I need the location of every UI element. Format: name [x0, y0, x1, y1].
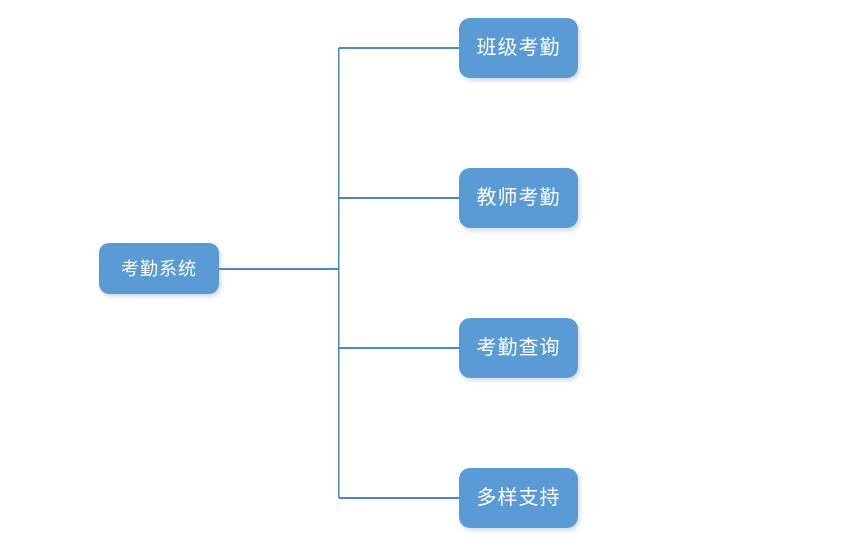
node-root-label: 考勤系统 [121, 258, 197, 279]
node-child-label: 班级考勤 [476, 37, 561, 59]
node-child-label: 考勤查询 [476, 337, 561, 359]
node-child-attendance-query[interactable]: 考勤查询 [459, 318, 578, 378]
node-child-label: 教师考勤 [476, 187, 561, 209]
node-child-teacher-attendance[interactable]: 教师考勤 [459, 168, 578, 228]
node-child-diverse-support[interactable]: 多样支持 [459, 468, 578, 528]
node-root[interactable]: 考勤系统 [99, 243, 219, 294]
node-child-class-attendance[interactable]: 班级考勤 [459, 18, 578, 78]
node-child-label: 多样支持 [476, 487, 561, 509]
